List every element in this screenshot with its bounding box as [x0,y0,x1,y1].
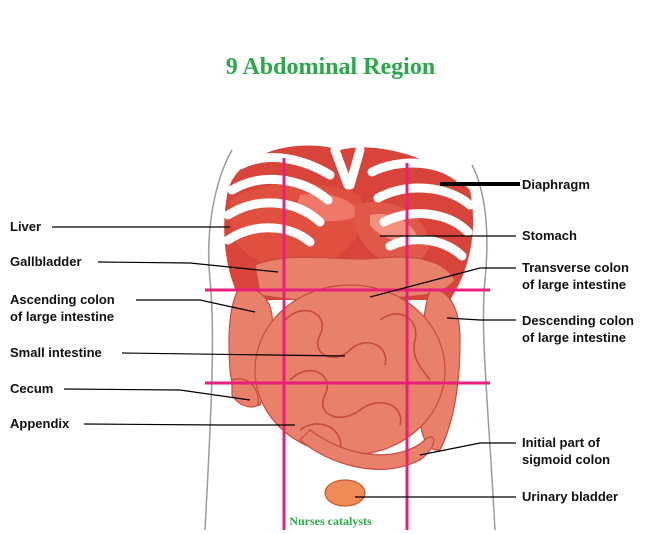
leader-lines-left [52,226,346,426]
leader-line-small-intestine [121,352,346,357]
label-liver-text: Liver [10,219,42,234]
leader-line-sigmoid-colon [419,442,516,456]
intestine-coil-2 [289,369,402,426]
label-diaphragm: Diaphragm [522,176,590,193]
label-appendix: Appendix [10,415,69,432]
label-stomach: Stomach [522,227,577,244]
label-diaphragm-text: Diaphragm [522,177,590,192]
region-grid [205,158,490,530]
leader-line-transverse-colon [369,267,516,298]
label-transverse-colon-line2: of large intestine [522,277,627,292]
label-descending-colon-line1: Descending colon [522,313,634,328]
label-transverse-colon-line1: Transverse colon [522,260,629,275]
label-transverse-colon: Transverse colon of large intestine [522,259,629,293]
leader-line-descending-colon [446,317,516,321]
leader-line-cecum [63,388,251,401]
label-cecum: Cecum [10,380,53,397]
credit-text: Nurses catalysts [289,514,372,528]
leader-line-ascending-colon [136,299,256,313]
label-descending-colon-line2: of large intestine [522,330,627,345]
page-title: 9 Abdominal Region [225,54,436,80]
sigmoid-colon-organ [299,429,435,470]
cecum-organ [231,378,259,408]
leader-line-appendix [83,423,295,426]
rib-cage [223,145,475,261]
label-small-intestine-text: Small intestine [10,345,102,360]
urinary-bladder-organ [324,479,366,507]
label-gallbladder: Gallbladder [10,253,82,270]
label-cecum-text: Cecum [10,381,54,396]
label-liver: Liver [10,218,41,235]
label-descending-colon: Descending colon of large intestine [522,312,634,346]
leader-line-gallbladder [97,261,279,273]
label-appendix-text: Appendix [10,416,70,431]
label-stomach-text: Stomach [522,228,577,243]
label-urinary-bladder: Urinary bladder [522,488,618,505]
label-small-intestine: Small intestine [10,344,102,361]
label-ascending-colon: Ascending colon of large intestine [10,291,115,325]
label-sigmoid-colon-line2: sigmoid colon [522,452,611,467]
label-ascending-colon-line1: Ascending colon [10,292,115,307]
label-sigmoid-colon: Initial part of sigmoid colon [522,434,610,468]
intestine-coil-3 [379,313,431,381]
label-ascending-colon-line2: of large intestine [10,309,115,324]
label-sigmoid-colon-line1: Initial part of [522,435,600,450]
label-urinary-bladder-text: Urinary bladder [522,489,619,504]
leader-lines-right [355,235,516,498]
label-gallbladder-text: Gallbladder [10,254,82,269]
